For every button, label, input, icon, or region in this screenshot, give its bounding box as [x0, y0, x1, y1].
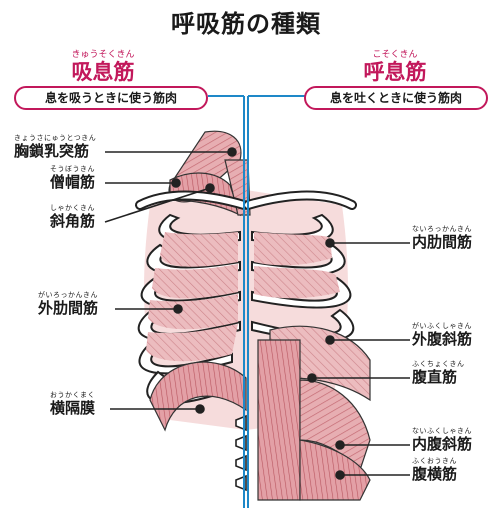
label-ruby: ふくちょくきん [412, 360, 465, 368]
label-external-oblique: がいふくしゃきん 外腹斜筋 [412, 322, 472, 348]
inhale-description: 息を吸うときに使う筋肉 [14, 86, 208, 110]
inhale-heading: きゅうそくきん 吸息筋 [48, 50, 158, 84]
label-ruby: おうかくまく [50, 391, 95, 399]
rectus-abdominis-muscle [258, 340, 300, 500]
label-ruby: ないふくしゃきん [412, 427, 472, 435]
label-sternocleidomastoid: きょうさにゅうとつきん 胸鎖乳突筋 [14, 134, 96, 160]
exhale-heading-ruby: こそくきん [340, 50, 450, 60]
label-name: 斜角筋 [50, 212, 95, 230]
label-name: 外肋間筋 [38, 299, 98, 317]
exhale-heading-text: 呼息筋 [340, 60, 450, 84]
exhale-heading: こそくきん 呼息筋 [340, 50, 450, 84]
label-name: 僧帽筋 [50, 173, 95, 191]
label-ruby: しゃかくきん [50, 204, 95, 212]
label-external-intercostal: がいろっかんきん 外肋間筋 [38, 291, 98, 317]
label-internal-intercostal: ないろっかんきん 内肋間筋 [412, 225, 472, 251]
label-rectus-abdominis: ふくちょくきん 腹直筋 [412, 360, 465, 386]
label-ruby: ないろっかんきん [412, 225, 472, 233]
label-ruby: ふくおうきん [412, 457, 457, 465]
label-name: 腹横筋 [412, 465, 457, 483]
label-ruby: そうぼうきん [50, 165, 95, 173]
label-name: 外腹斜筋 [412, 330, 472, 348]
label-name: 横隔膜 [50, 399, 95, 417]
label-diaphragm: おうかくまく 横隔膜 [50, 391, 95, 417]
label-name: 腹直筋 [412, 368, 465, 386]
label-scalene: しゃかくきん 斜角筋 [50, 204, 95, 230]
inhale-heading-ruby: きゅうそくきん [48, 50, 158, 60]
label-transversus-abdominis: ふくおうきん 腹横筋 [412, 457, 457, 483]
label-internal-oblique: ないふくしゃきん 内腹斜筋 [412, 427, 472, 453]
label-name: 内肋間筋 [412, 233, 472, 251]
inhale-heading-text: 吸息筋 [48, 60, 158, 84]
label-name: 内腹斜筋 [412, 435, 472, 453]
exhale-description: 息を吐くときに使う筋肉 [304, 86, 488, 110]
label-name: 胸鎖乳突筋 [14, 142, 96, 160]
label-ruby: がいろっかんきん [38, 291, 98, 299]
label-ruby: きょうさにゅうとつきん [14, 134, 96, 142]
page-title: 呼吸筋の種類 [0, 4, 492, 39]
label-ruby: がいふくしゃきん [412, 322, 472, 330]
label-trapezius: そうぼうきん 僧帽筋 [50, 165, 95, 191]
